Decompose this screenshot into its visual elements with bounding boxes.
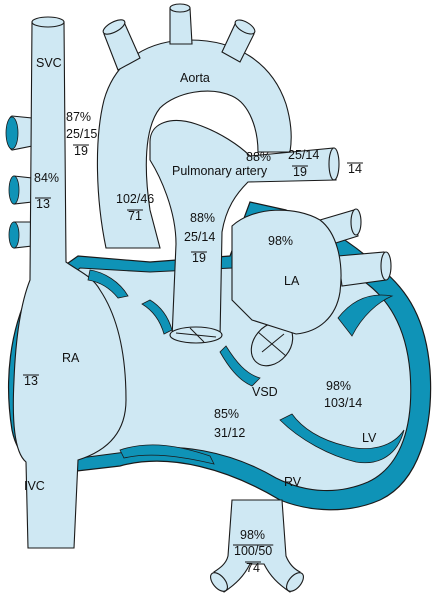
ivc-label: IVC: [24, 479, 45, 493]
rv-sat: 85%: [214, 407, 239, 421]
main-pa-pressure: 25/14: [184, 230, 215, 244]
chamber-labels: SVC Aorta Pulmonary artery LA RA VSD LV …: [24, 56, 377, 493]
ra-mean: 13: [24, 374, 38, 388]
pulmonary-trunk: [149, 120, 337, 339]
pulmonary-artery-label: Pulmonary artery: [172, 164, 268, 178]
lv-inner-wall: [337, 294, 394, 337]
pulmonary-artery-pressure: 25/14: [288, 148, 319, 162]
ascending-aorta-mean: 71: [128, 209, 142, 223]
pulmonary-vein-lower-end: [380, 251, 392, 281]
septum-ridge: [279, 413, 405, 464]
lv-label: LV: [362, 431, 377, 445]
la-sat: 98%: [268, 234, 293, 248]
rv-trabeculae: [119, 444, 215, 465]
aortic-arch-sat: 87%: [66, 110, 91, 124]
rv-label: RV: [284, 475, 302, 489]
aortic-arch-mean: 19: [74, 144, 88, 158]
svc-sat: 84%: [34, 171, 59, 185]
aorta-branch-middle: [169, 7, 193, 45]
pulmonary-vein-lower: [337, 251, 387, 287]
lv-pressure: 103/14: [324, 396, 362, 410]
pulmonary-valve: [169, 326, 223, 344]
left-atrium: [231, 209, 342, 335]
measurement-labels: 87% 25/15 19 84% 13 102/46 71 88% 25/14 …: [24, 110, 362, 575]
svc-branch-middle-end: [8, 175, 20, 205]
ra-wall-strip: [87, 269, 129, 299]
svc-branch-lower-end: [8, 221, 20, 249]
descending-aorta-right-end: [286, 572, 304, 592]
svc-ra-ivc-tube: [12, 21, 127, 549]
svc-top-opening: [31, 16, 65, 28]
rv-pressure: 31/12: [214, 426, 245, 440]
pulmonary-vein-upper-end: [350, 208, 362, 236]
aortic-arch-pressure: 25/15: [66, 127, 97, 141]
pulmonary-artery-right-end: [328, 147, 340, 181]
pulmonary-artery-right-mean: 14: [348, 162, 362, 176]
vsd-label: VSD: [252, 385, 278, 399]
aorta-branch-left-end: [102, 19, 126, 35]
descending-aorta-left-end: [210, 572, 228, 592]
svc-label: SVC: [36, 56, 62, 70]
ra-label: RA: [62, 351, 80, 365]
main-pa-sat: 88%: [190, 211, 215, 225]
ivc-pressure: 100/50: [234, 544, 272, 558]
svc-mean: 13: [36, 197, 50, 211]
vessels: [5, 3, 392, 593]
interior-walls: [87, 269, 405, 465]
main-pa-mean: 19: [192, 251, 206, 265]
ivc-sat: 98%: [240, 528, 265, 542]
aorta-branch-right-end: [234, 19, 256, 35]
descending-aorta: [213, 499, 301, 593]
svc-branch-upper-end: [5, 116, 19, 150]
aorta-label: Aorta: [180, 71, 210, 85]
outflow-wall: [141, 299, 173, 335]
ventricle-wall-strip: [219, 345, 261, 387]
ivc-mean: 74: [246, 561, 260, 575]
ascending-aorta-pressure: 102/46: [116, 192, 154, 206]
lv-sat: 98%: [326, 379, 351, 393]
aorta: [96, 39, 292, 249]
pulmonary-artery-mean: 19: [293, 165, 307, 179]
la-label: LA: [284, 274, 300, 288]
aorta-branch-middle-end: [169, 3, 191, 13]
pulmonary-artery-sat: 88%: [246, 150, 271, 164]
